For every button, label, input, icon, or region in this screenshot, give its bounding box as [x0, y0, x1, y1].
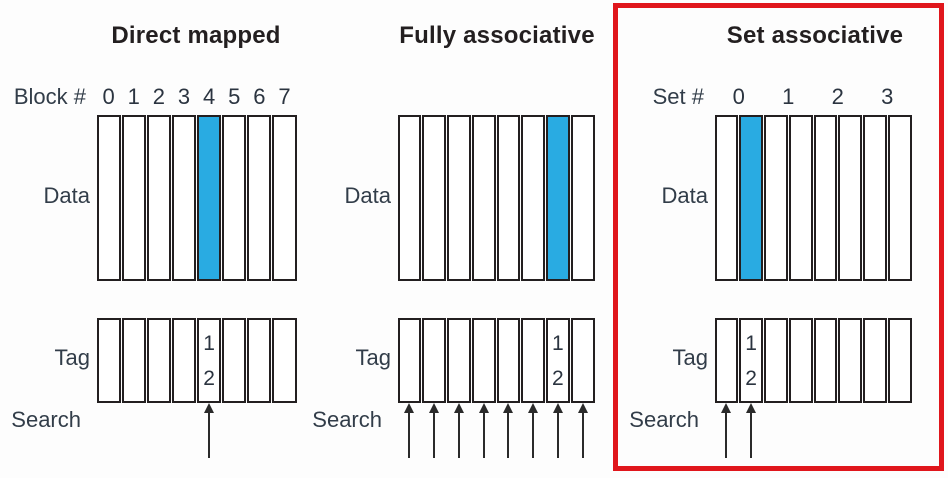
index-number: 7	[278, 84, 291, 109]
tag-cell	[570, 318, 595, 403]
search-arrow	[577, 403, 588, 458]
tag-cell	[397, 318, 422, 403]
data-cell	[121, 115, 146, 281]
tag-label: Tag	[355, 345, 391, 370]
search-arrow	[478, 403, 489, 458]
data-label: Data	[43, 183, 90, 208]
search-arrow	[528, 403, 539, 458]
panel-title: Fully associative	[399, 22, 595, 49]
tag-cell	[272, 318, 297, 403]
tag-cell	[222, 318, 247, 403]
data-cell	[496, 115, 521, 281]
search-arrow	[552, 403, 563, 458]
search-arrow	[453, 403, 464, 458]
data-cell	[96, 115, 121, 281]
tag-cell	[96, 318, 121, 403]
tag-cell	[146, 318, 171, 403]
search-label: Search	[11, 407, 81, 432]
data-cell	[471, 115, 496, 281]
data-cell	[272, 115, 297, 281]
tag-cell	[496, 318, 521, 403]
data-array	[397, 115, 595, 281]
index-number: 4	[202, 84, 216, 109]
search-label: Search	[312, 407, 382, 432]
index-number: 6	[253, 84, 266, 109]
search-arrow	[204, 403, 215, 458]
index-number: 1	[127, 84, 140, 109]
set-associative-outline-box	[613, 3, 944, 471]
search-arrow	[404, 403, 415, 458]
data-cell	[422, 115, 446, 281]
tag-cell	[121, 318, 146, 403]
data-cell	[521, 115, 545, 281]
tag-cell	[447, 318, 471, 403]
search-arrow	[503, 403, 514, 458]
tag-cell	[247, 318, 272, 403]
tag-label: Tag	[54, 345, 90, 370]
tag-cell	[521, 318, 545, 403]
panel-title: Direct mapped	[111, 22, 281, 49]
data-cell	[171, 115, 196, 281]
data-cell	[570, 115, 595, 281]
tag-cell	[171, 318, 196, 403]
search-arrow	[429, 403, 440, 458]
data-cell	[397, 115, 422, 281]
index-number: 2	[152, 84, 165, 109]
tag-cell	[471, 318, 496, 403]
data-cell	[222, 115, 247, 281]
data-cell	[447, 115, 471, 281]
index-number: 3	[177, 84, 191, 109]
index-number: 0	[102, 84, 115, 109]
data-cell-highlighted	[197, 115, 222, 281]
index-number: 5	[228, 84, 241, 109]
data-cell-highlighted	[546, 115, 570, 281]
data-cell	[146, 115, 171, 281]
block-number-label: Block #	[13, 84, 86, 109]
tag-cell	[422, 318, 446, 403]
data-label: Data	[344, 183, 391, 208]
index-label	[275, 83, 387, 111]
data-cell	[247, 115, 272, 281]
data-array	[96, 115, 297, 281]
